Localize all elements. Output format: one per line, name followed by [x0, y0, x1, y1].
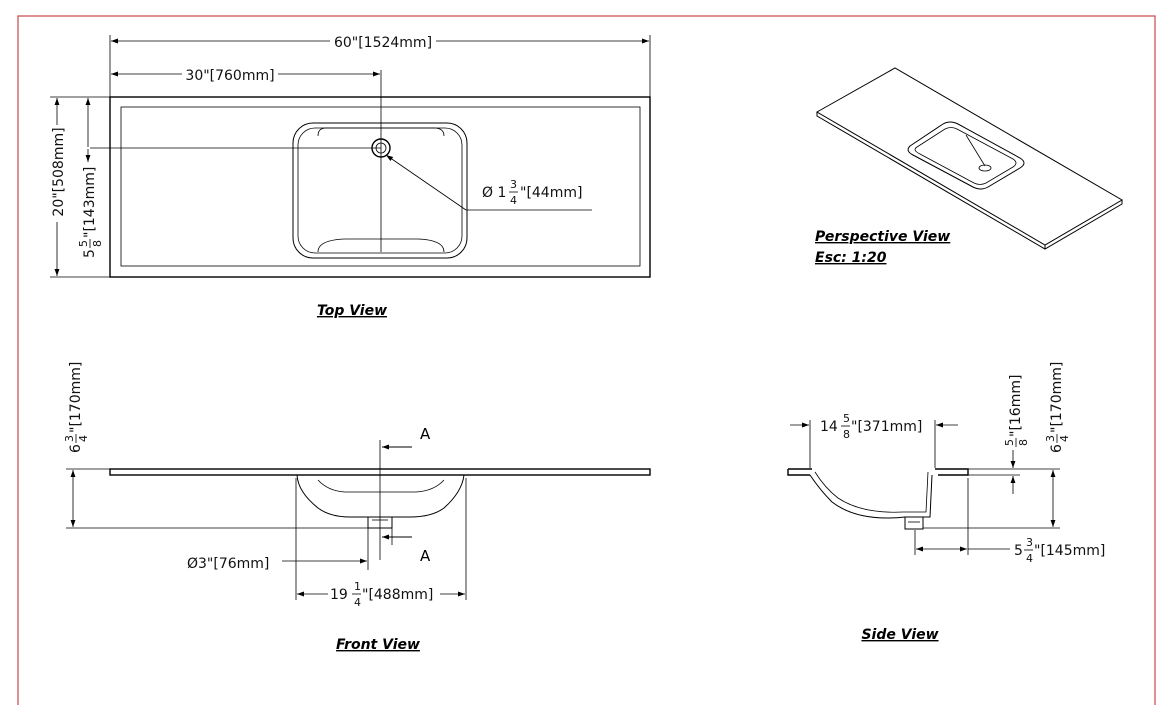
bowl-width-whole: 19	[330, 587, 348, 603]
side-height-num: 3	[1044, 435, 1057, 442]
side-view: 14 5 8 "[371mm] 5 8 "[16mm] 6 3 4 "[170m…	[787, 362, 1105, 643]
bowl-offset-whole: 5	[82, 249, 98, 258]
perspective-drain	[978, 164, 992, 172]
side-basin-profile	[809, 474, 933, 519]
countertop-inner-edge	[120, 106, 641, 267]
basin-rear-ledge	[317, 127, 445, 137]
side-basin-inner	[814, 471, 929, 513]
side-depth-mm: "[371mm]	[851, 419, 922, 435]
perspective-scale: Esc: 1:20	[815, 250, 887, 266]
front-height-mm: "[170mm]	[68, 362, 84, 433]
side-drain-offset-whole: 5	[1014, 543, 1023, 559]
side-countertop-profile	[787, 468, 969, 476]
section-label-bottom: A	[420, 547, 431, 565]
side-height-mm: "[170mm]	[1049, 362, 1065, 433]
side-drain-outlet	[904, 516, 924, 530]
drawing-frame	[17, 15, 1156, 705]
drain-dia-den: 4	[510, 194, 517, 207]
perspective-basin-inner	[914, 127, 1017, 185]
bowl-width-den: 4	[354, 596, 361, 609]
thickness-num: 5	[1003, 439, 1016, 446]
bowl-offset-num: 5	[77, 240, 90, 247]
drain-dia-mm: "[44mm]	[520, 185, 582, 201]
overall-width-dim: 60"[1524mm]	[334, 35, 432, 51]
perspective-basin-wall	[965, 134, 986, 167]
countertop-outline	[109, 96, 651, 278]
basin-outer	[292, 122, 468, 259]
perspective-view-title: Perspective View	[815, 229, 950, 245]
front-view-title: Front View	[336, 637, 420, 653]
perspective-top-surface	[815, 67, 1123, 246]
thickness-den: 8	[1017, 439, 1030, 446]
drain-dia-prefix: Ø 1	[482, 185, 506, 201]
top-view-title: Top View	[317, 303, 387, 319]
side-height-whole: 6	[1049, 444, 1065, 453]
front-height-whole: 6	[68, 444, 84, 453]
basin-front-slope	[317, 238, 445, 253]
section-label-top: A	[420, 425, 431, 443]
front-basin-inner	[317, 479, 445, 493]
side-drain-offset-den: 4	[1026, 552, 1033, 565]
side-drain-offset-num: 3	[1026, 536, 1033, 549]
outlet-dia-dim: Ø3"[76mm]	[187, 556, 269, 572]
depth-dim: 20"[508mm]	[51, 127, 67, 216]
front-height-den: 4	[77, 435, 90, 442]
side-height-den: 4	[1058, 435, 1071, 442]
side-drain-offset-mm: "[145mm]	[1034, 543, 1105, 559]
bowl-width-num: 1	[354, 580, 361, 593]
front-basin-profile	[296, 474, 465, 518]
bowl-offset-den: 8	[91, 240, 104, 247]
top-view: 60"[1524mm] 30"[760mm] 20"[508mm] 5 5 8 …	[50, 35, 651, 319]
side-depth-whole: 14	[820, 419, 838, 435]
bowl-width-mm: "[488mm]	[362, 587, 433, 603]
drain-offset-dim: 30"[760mm]	[185, 68, 274, 84]
side-view-title: Side View	[861, 627, 938, 643]
thickness-mm: "[16mm]	[1008, 375, 1024, 437]
drain-leader-line	[385, 154, 467, 211]
front-height-num: 3	[63, 435, 76, 442]
drain-dia-num: 3	[510, 178, 517, 191]
side-depth-num: 5	[843, 412, 850, 425]
perspective-view: Perspective View Esc: 1:20	[815, 67, 1123, 266]
front-view: A A 6 3 4 "[170mm] Ø3"[76mm] 19 1 4 "[48…	[63, 362, 651, 653]
perspective-basin-outer	[907, 121, 1025, 190]
bowl-offset-mm: "[143mm]	[82, 167, 98, 238]
side-depth-den: 8	[843, 428, 850, 441]
